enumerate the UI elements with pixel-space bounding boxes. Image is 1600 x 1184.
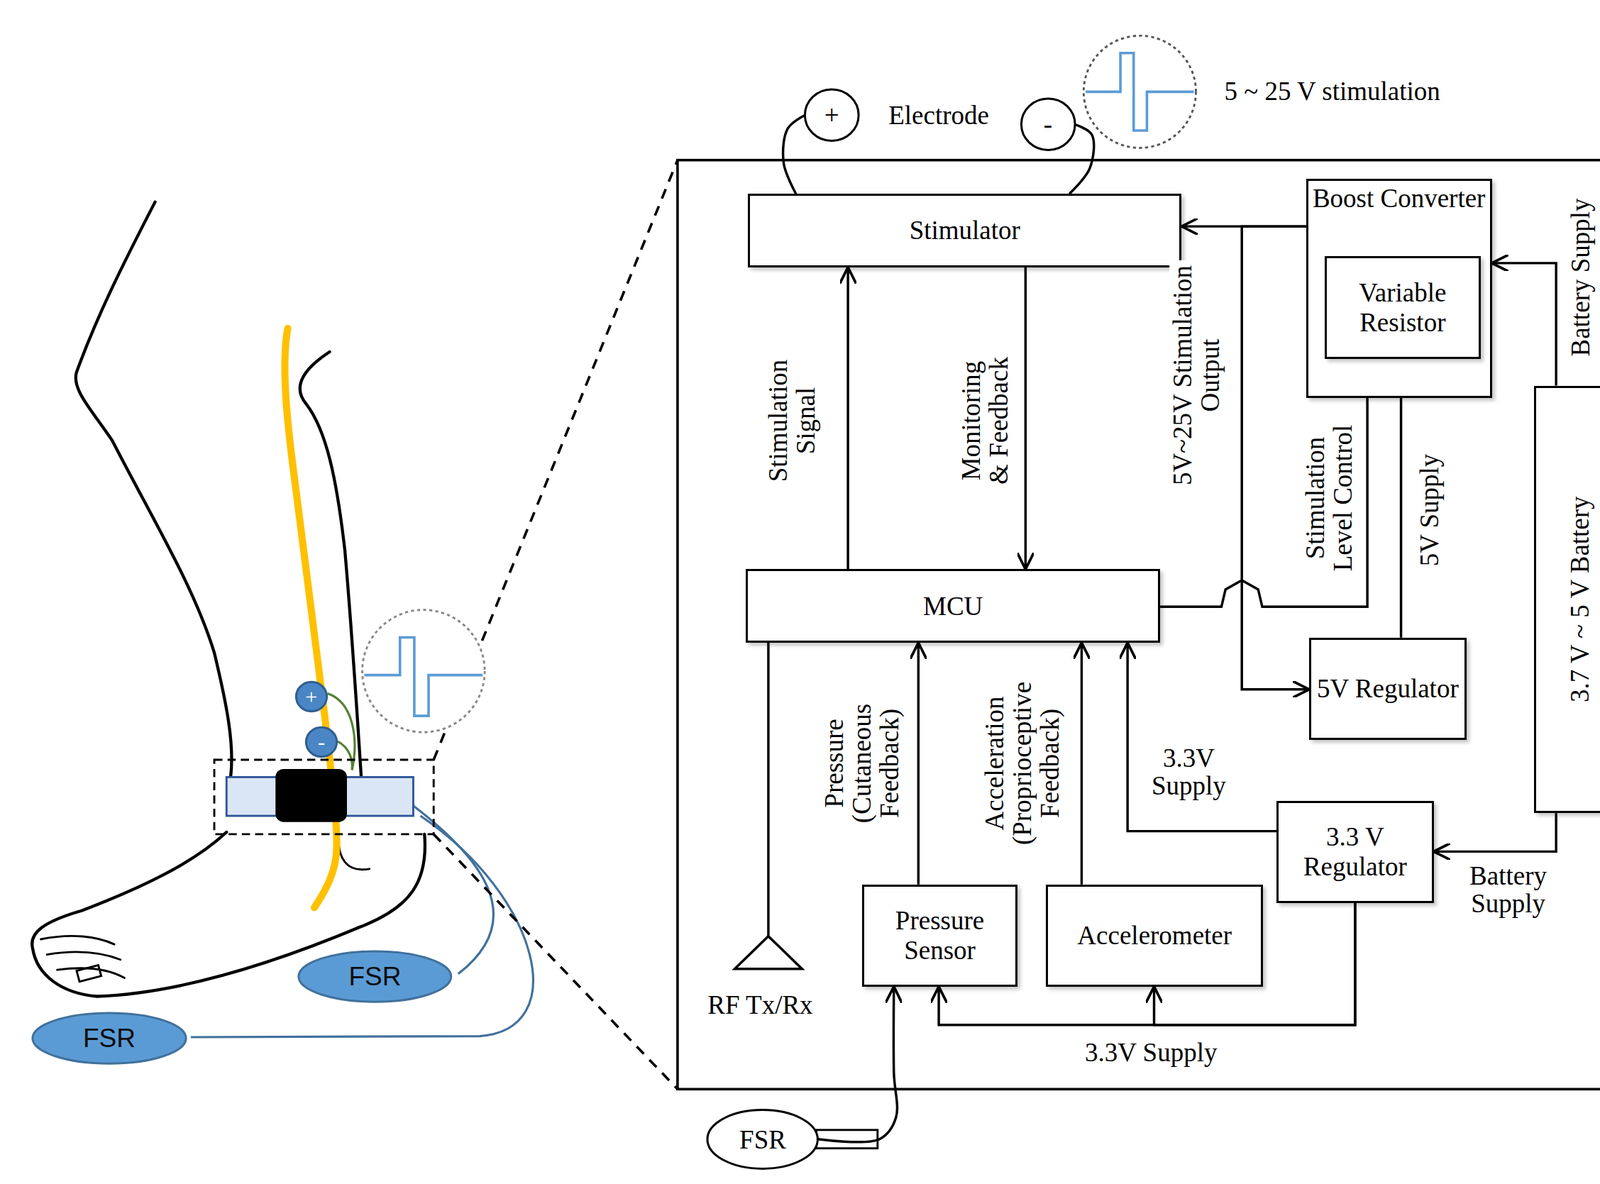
- node-text: Variable Resistor: [1331, 278, 1475, 338]
- battery-box: 3.7 V ~ 5 V Battery: [1534, 385, 1600, 814]
- waveform-callout: [362, 610, 486, 733]
- node-text: 3.3 V Regulator: [1282, 822, 1427, 882]
- electrode-terminal: +: [803, 86, 861, 145]
- connector: [1399, 359, 1403, 638]
- zoom-line: [433, 834, 678, 1090]
- electrode-pad: +: [295, 680, 328, 714]
- node-text: Pressure Sensor: [868, 906, 1012, 965]
- connector: [1492, 263, 1557, 386]
- connector: [1127, 642, 1277, 832]
- node-text: Boost Converter: [1312, 183, 1486, 213]
- fsr-sensor: FSR: [27, 1010, 191, 1067]
- biphasic-waveform: [1085, 53, 1194, 131]
- electrode-pad-shape: [295, 682, 327, 712]
- signal-label: 3.3V Supply: [1023, 1039, 1279, 1068]
- connector: [1241, 226, 1310, 690]
- toe-nail: [76, 964, 102, 982]
- process-box: Boost ConverterVariable Resistor: [1306, 178, 1493, 399]
- process-box: MCU: [745, 569, 1161, 643]
- signal-label: Stimulation Level Control: [1301, 413, 1358, 582]
- electrode-wire: [337, 741, 352, 770]
- electrode-pad: -: [305, 725, 338, 759]
- ankle-line: [338, 832, 370, 870]
- electrode-terminal: -: [1019, 95, 1078, 154]
- fsr-sensor-shape: [707, 1110, 818, 1170]
- leg-back-line: [300, 351, 362, 777]
- node-text: MCU: [923, 591, 983, 621]
- annotation-label: RF Tx/Rx: [683, 991, 838, 1019]
- signal-label: 3.3V Supply: [1141, 745, 1236, 801]
- node-text: FSR: [739, 1125, 787, 1155]
- signal-label: Acceleration (Proprioceptive Feedback): [981, 665, 1065, 862]
- annotation-label: 5 ~ 25 V stimulation: [1221, 78, 1527, 106]
- signal-label: Pressure (Cutaneous Feedback): [820, 696, 904, 831]
- connector: [846, 267, 849, 570]
- node-text: +: [305, 684, 318, 709]
- fsr-wire: [412, 806, 494, 975]
- toe-line: [41, 935, 115, 945]
- process-box: Stimulator: [747, 193, 1182, 268]
- electrode-pad-shape: [305, 727, 337, 757]
- connector: [917, 642, 920, 885]
- node-text: FSR: [83, 1023, 136, 1053]
- signal-label: Monitoring & Feedback: [957, 346, 1014, 495]
- biphasic-waveform: [363, 637, 483, 716]
- zoom-box: [214, 759, 434, 835]
- antenna-feed: [767, 642, 770, 937]
- waveform-callout: [1083, 35, 1196, 148]
- node-text: -: [1043, 109, 1053, 140]
- node-text: 5V Regulator: [1316, 674, 1459, 704]
- electrode-terminal-shape: [804, 89, 859, 141]
- node-text: Stimulator: [909, 215, 1021, 245]
- process-box: Pressure Sensor: [862, 884, 1018, 987]
- node-text: +: [824, 100, 840, 130]
- toe-line: [46, 952, 121, 960]
- connector: [1433, 813, 1557, 852]
- signal-label: Battery Supply: [1457, 863, 1560, 919]
- stimulator-device: [275, 769, 347, 823]
- foot-line: [31, 832, 426, 997]
- process-box: Variable Resistor: [1324, 256, 1481, 360]
- node-text: Accelerometer: [1077, 920, 1232, 951]
- process-box: Accelerometer: [1045, 884, 1263, 987]
- annotation-label: Electrode: [862, 101, 1016, 130]
- process-box: 5V Regulator: [1309, 637, 1466, 741]
- signal-label: 5V Supply: [1415, 428, 1444, 592]
- signal-label: Stimulation Signal: [765, 344, 821, 498]
- leg-front-line: [75, 202, 233, 778]
- node-text: FSR: [349, 962, 402, 992]
- leg-outline: [31, 202, 426, 997]
- signal-label: Battery Supply: [1566, 175, 1595, 380]
- connector: [783, 114, 806, 194]
- fsr-sensor-shape: [298, 951, 452, 1002]
- node-text: 3.7 V ~ 5 V Battery: [1565, 391, 1595, 809]
- connector: [1080, 642, 1083, 885]
- device-housing: [677, 160, 1600, 1090]
- fsr-sensor-shape: [32, 1013, 186, 1064]
- signal-label: 5V~25V Stimulation Output: [1169, 260, 1225, 491]
- antenna-symbol: [734, 936, 802, 970]
- electrode-terminal-shape: [1021, 98, 1075, 150]
- fsr-sensor: FSR: [293, 948, 457, 1005]
- node-text: -: [317, 730, 325, 755]
- fsr-sensor: FSR: [703, 1106, 821, 1173]
- toe-line: [57, 968, 125, 979]
- connector: [1024, 267, 1027, 570]
- process-box: 3.3 V Regulator: [1276, 801, 1434, 904]
- fsr-wire: [190, 815, 533, 1038]
